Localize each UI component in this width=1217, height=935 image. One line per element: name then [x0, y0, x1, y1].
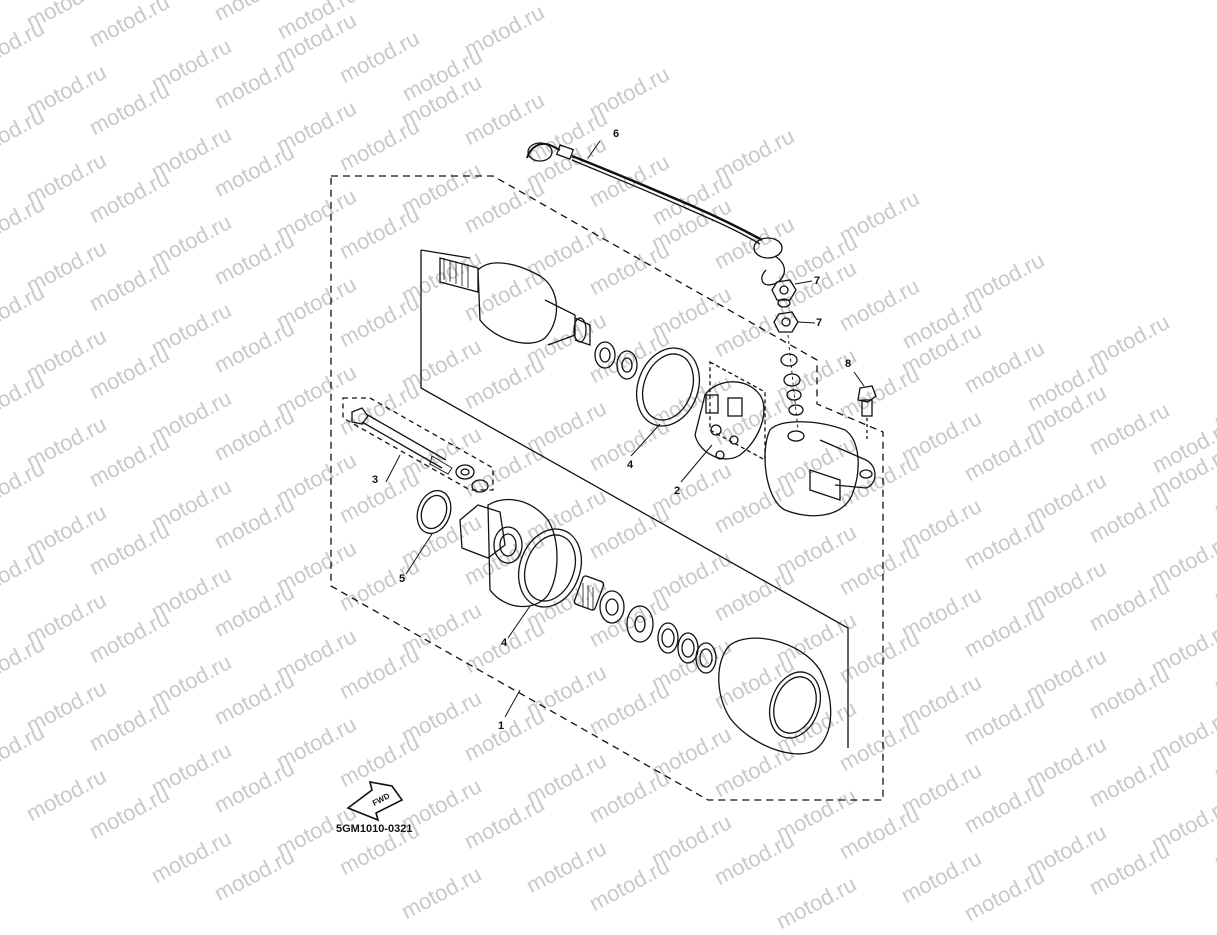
callout-4a: 4 [627, 459, 634, 471]
nut-part-7-lower [773, 311, 799, 333]
nut-part-7-upper [771, 279, 797, 301]
callout-3: 3 [372, 474, 379, 486]
bearing [573, 575, 605, 611]
o-ring-upper [636, 347, 700, 427]
callout-6: 6 [613, 128, 620, 140]
o-ring-lower [518, 528, 582, 608]
callout-7b: 7 [816, 317, 823, 329]
leader-lines [385, 140, 865, 718]
washer [695, 642, 717, 674]
lead-wire-part-6 [526, 142, 785, 286]
front-cover [459, 498, 558, 608]
rear-cover [764, 421, 876, 517]
washer [677, 632, 699, 664]
washer [616, 350, 638, 380]
assembly-inner-frame [420, 250, 849, 748]
callout-8: 8 [845, 358, 852, 370]
washer [657, 622, 679, 654]
o-ring-part-5 [416, 489, 452, 535]
armature [439, 257, 591, 346]
callout-7a: 7 [814, 275, 821, 287]
washer [594, 341, 616, 369]
assembly-boundary-dashed [330, 175, 884, 801]
washer-small [455, 464, 475, 480]
through-bolt-part-3 [351, 407, 453, 475]
callout-2: 2 [674, 485, 681, 497]
starter-motor-exploded-diagram [330, 140, 884, 822]
yoke [718, 637, 832, 755]
bolt-group-dashed-box [342, 397, 494, 491]
washer [599, 590, 625, 624]
bolt-part-8 [857, 385, 877, 440]
diagram-code: 5GM1010-0321 [336, 823, 413, 835]
callout-4b: 4 [501, 637, 508, 649]
callout-1: 1 [498, 720, 505, 732]
fwd-arrow-icon [346, 780, 404, 822]
brush-holder-part-2 [694, 360, 766, 462]
washer-small [471, 479, 489, 493]
washer [626, 605, 654, 643]
callout-5: 5 [399, 573, 406, 585]
